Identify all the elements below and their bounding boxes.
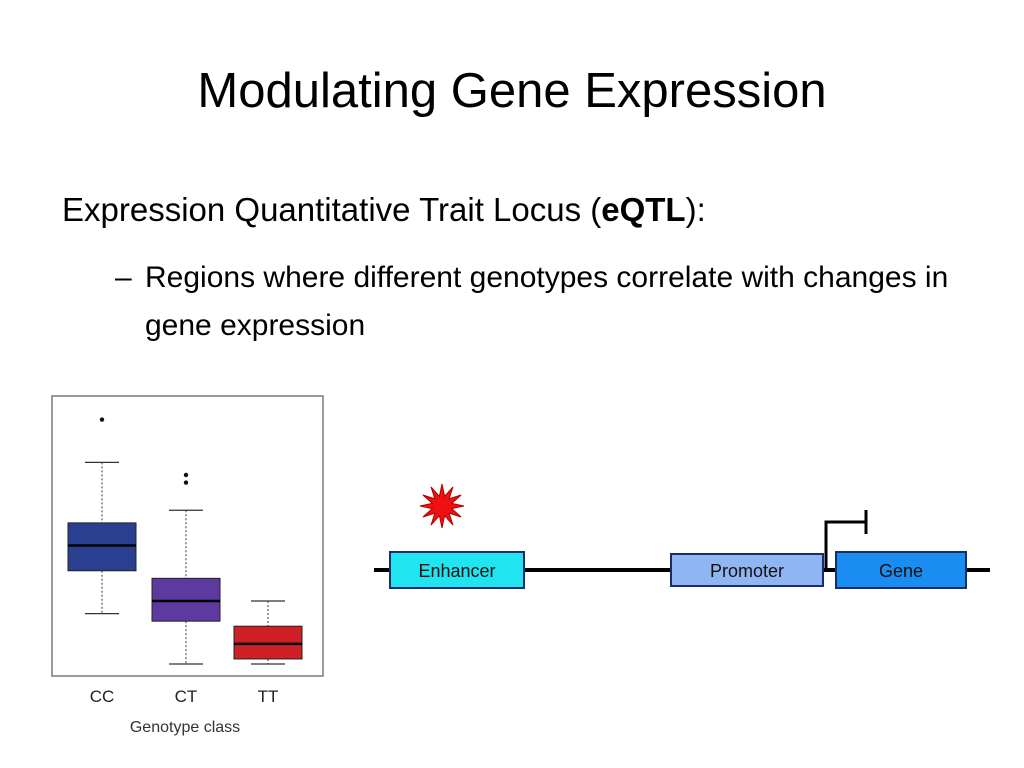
mutation-starburst-icon [419, 483, 465, 529]
box-iqr [67, 522, 137, 572]
sub-bullet-dash: – [115, 261, 132, 294]
enhancer-box [389, 551, 525, 589]
box-iqr [151, 577, 221, 622]
x-tick-label-tt: TT [258, 687, 279, 706]
enhancer-label: Enhancer [418, 561, 495, 581]
gene-box [835, 551, 967, 589]
sub-bullet: – Regions where different genotypes corr… [115, 254, 995, 350]
boxplot-marks [67, 417, 303, 665]
bullet-eqtl-bold: eQTL [601, 191, 686, 228]
x-axis-label: Genotype class [130, 719, 240, 736]
x-tick-label-cc: CC [90, 687, 115, 706]
box-group-ct [151, 472, 221, 665]
bullet-eqtl-suffix: ): [685, 191, 706, 228]
outlier-point [99, 417, 105, 422]
gene-label: Gene [879, 561, 923, 581]
box-iqr [233, 625, 303, 660]
outlier-point [183, 472, 189, 478]
transcription-start-arrow-icon [824, 520, 866, 568]
boxplot-tick-labels: CC CT TT [90, 687, 279, 706]
promoter-box [670, 553, 824, 587]
box-group-cc [67, 417, 137, 615]
genotype-boxplot: CC CT TT Genotype class [51, 395, 324, 736]
sub-bullet-text: Regions where different genotypes correl… [145, 261, 949, 342]
bullet-eqtl-definition: Expression Quantitative Trait Locus (eQT… [62, 190, 706, 230]
promoter-label: Promoter [710, 561, 784, 581]
slide-title: Modulating Gene Expression [197, 64, 827, 118]
bullet-eqtl-prefix: Expression Quantitative Trait Locus ( [62, 191, 602, 228]
box-group-tt [233, 600, 303, 665]
outlier-point [183, 480, 189, 485]
x-tick-label-ct: CT [175, 687, 198, 706]
gene-regulation-diagram: Enhancer Promoter Gene [374, 483, 990, 589]
